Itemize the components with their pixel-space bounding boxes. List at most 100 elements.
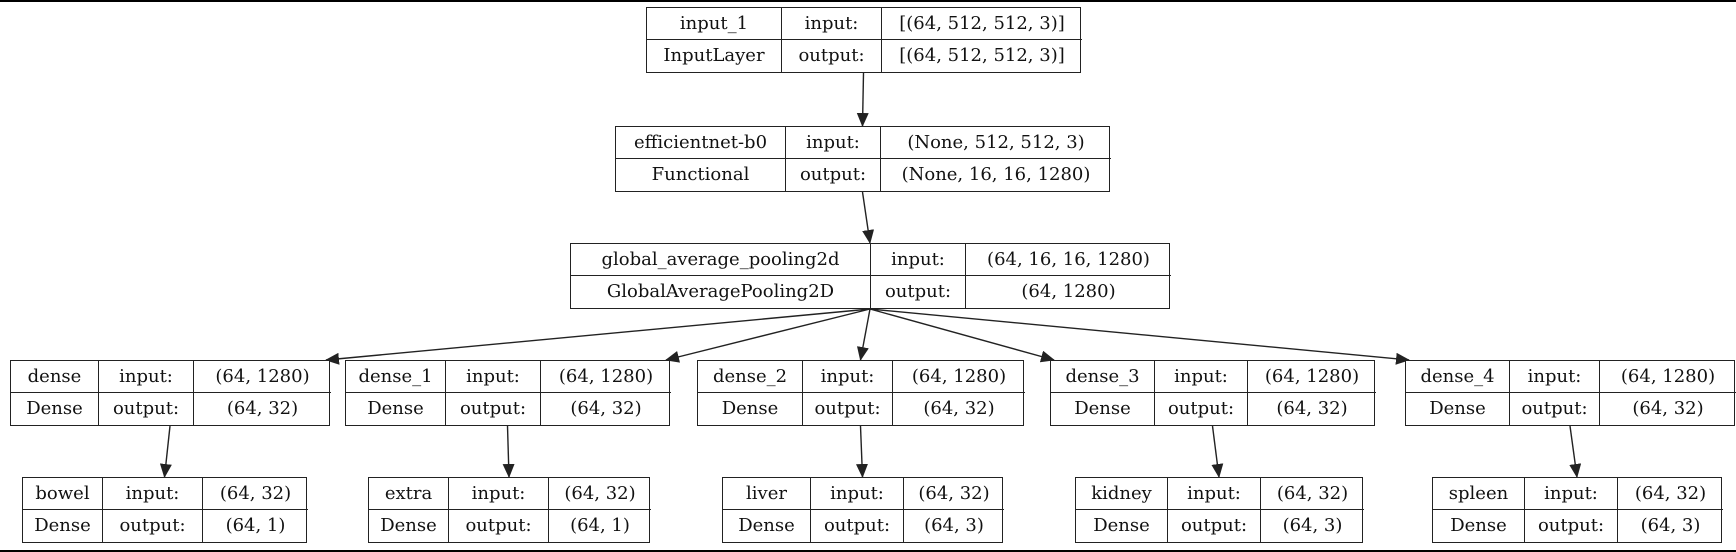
output-label: output: — [99, 393, 194, 425]
layer-name: dense_2 — [698, 361, 803, 393]
input-label: input: — [1525, 478, 1618, 510]
layer-name: dense_3 — [1051, 361, 1155, 393]
layer-name: dense — [11, 361, 99, 393]
layer-name: dense_1 — [346, 361, 446, 393]
input-label: input: — [1155, 361, 1248, 393]
output-label: output: — [103, 510, 203, 542]
output-label: output: — [803, 393, 893, 425]
edge-arrow-gap-to-dense-4 — [869, 308, 1410, 365]
layer-type: Dense — [698, 393, 803, 425]
input-shape: (64, 32) — [549, 478, 651, 510]
input-label: input: — [811, 478, 904, 510]
layer-type: Dense — [1406, 393, 1510, 425]
edge-arrow-input-1-to-efficientnet — [856, 72, 869, 127]
output-shape: (64, 3) — [924, 515, 984, 536]
layer-type: InputLayer — [647, 40, 782, 72]
input-shape: [(64, 512, 512, 3)] — [882, 8, 1082, 40]
input-label: input: — [99, 361, 194, 393]
input-label: input: — [782, 8, 882, 40]
input-shape: (64, 16, 16, 1280) — [966, 244, 1171, 276]
layer-name: input_1 — [647, 8, 782, 40]
layer-name: spleen — [1433, 478, 1525, 510]
output-shape: [(64, 512, 512, 3)] — [899, 45, 1065, 66]
edge-arrow-gap-to-dense-2 — [856, 308, 871, 361]
layer-name: bowel — [23, 478, 103, 510]
output-label: output: — [1510, 393, 1600, 425]
layer-type: GlobalAveragePooling2D — [571, 276, 871, 308]
layer-type: Dense — [723, 510, 811, 542]
input-shape: (64, 32) — [904, 478, 1004, 510]
input-shape: (64, 1280) — [541, 361, 671, 393]
input-label: input: — [1168, 478, 1261, 510]
output-label: output: — [449, 510, 549, 542]
output-shape: (64, 32) — [1276, 398, 1348, 419]
input-label: input: — [446, 361, 541, 393]
output-shape: (64, 32) — [1632, 398, 1704, 419]
input-label: input: — [449, 478, 549, 510]
layer-name: efficientnet-b0 — [616, 127, 786, 159]
output-label: output: — [1525, 510, 1618, 542]
top-border — [0, 0, 1736, 2]
layer-type: Dense — [369, 510, 449, 542]
edge-arrow-gap-to-dense-1 — [665, 308, 871, 363]
output-label: output: — [446, 393, 541, 425]
input-shape: (None, 512, 512, 3) — [881, 127, 1111, 159]
layer-type: Dense — [1076, 510, 1168, 542]
layer-type: Dense — [346, 393, 446, 425]
input-label: input: — [1510, 361, 1600, 393]
edge-arrow-efficientnet-to-gap — [861, 191, 875, 244]
input-shape: (64, 32) — [203, 478, 308, 510]
edge-arrow-dense-2-to-liver — [855, 425, 868, 478]
layer-name: global_average_pooling2d — [571, 244, 871, 276]
output-shape: (64, 3) — [1282, 515, 1343, 536]
layer-name: liver — [723, 478, 811, 510]
input-shape: (64, 1280) — [1248, 361, 1376, 393]
layer-type: Dense — [11, 393, 99, 425]
input-shape: (64, 1280) — [1600, 361, 1736, 393]
output-shape: (64, 1) — [570, 515, 630, 536]
input-shape: (64, 1280) — [893, 361, 1025, 393]
edge-arrow-gap-to-dense-3 — [869, 308, 1055, 363]
output-label: output: — [811, 510, 904, 542]
layer-name: kidney — [1076, 478, 1168, 510]
input-label: input: — [786, 127, 881, 159]
output-shape: (64, 3) — [1640, 515, 1701, 536]
edge-arrow-dense-3-to-kidney — [1211, 425, 1224, 478]
output-shape: (None, 16, 16, 1280) — [901, 164, 1091, 185]
input-shape: (64, 1280) — [194, 361, 331, 393]
edge-arrow-gap-to-dense — [325, 308, 871, 365]
input-label: input: — [871, 244, 966, 276]
edge-arrow-dense-to-bowel — [159, 425, 172, 478]
bottom-border — [0, 550, 1736, 552]
output-label: output: — [1168, 510, 1261, 542]
output-shape: (64, 1) — [225, 515, 286, 536]
output-label: output: — [786, 159, 881, 191]
layer-type: Dense — [1051, 393, 1155, 425]
input-shape: (64, 32) — [1618, 478, 1723, 510]
layer-type: Functional — [616, 159, 786, 191]
output-shape: (64, 32) — [226, 398, 299, 419]
edge-arrow-dense-4-to-spleen — [1569, 425, 1582, 478]
layer-type: Dense — [1433, 510, 1525, 542]
input-label: input: — [103, 478, 203, 510]
output-label: output: — [1155, 393, 1248, 425]
output-label: output: — [871, 276, 966, 308]
layer-name: extra — [369, 478, 449, 510]
layer-name: dense_4 — [1406, 361, 1510, 393]
output-label: output: — [782, 40, 882, 72]
layer-type: Dense — [23, 510, 103, 542]
output-shape: (64, 1280) — [1021, 281, 1116, 302]
input-shape: (64, 32) — [1261, 478, 1364, 510]
